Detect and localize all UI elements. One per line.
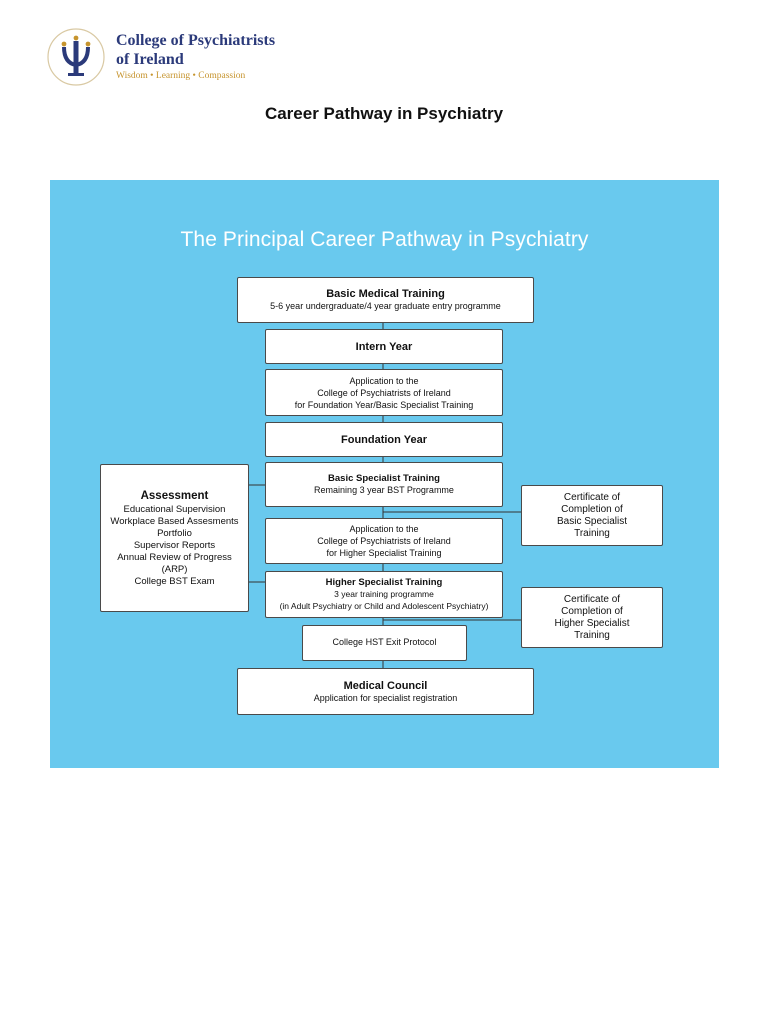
box-title: Basic Medical Training [326,288,445,301]
box-line: College of Psychiatrists of Ireland [317,536,451,546]
box-line: Application for specialist registration [313,692,458,703]
box-foundation-year: Foundation Year [265,422,503,457]
box-higher-specialist-training: Higher Specialist Training 3 year traini… [265,571,503,618]
psi-trident-logo-icon [47,28,105,86]
box-intern-year: Intern Year [265,329,503,364]
box-application-foundation: Application to the College of Psychiatri… [265,369,503,416]
box-title: Medical Council [343,679,428,692]
box-line: (in Adult Psychiatry or Child and Adoles… [279,600,489,611]
box-line: Application to the [349,375,419,386]
box-hst-exit-protocol: College HST Exit Protocol [302,625,467,661]
box-line: for Higher Specialist Training [326,548,442,558]
box-line: College HST Exit Protocol [332,637,437,648]
box-line: College of Psychiatrists of Ireland [317,387,451,398]
box-application-hst: Application to the College of Psychiatri… [265,518,503,564]
box-line: Basic Specialist [556,515,628,527]
box-line: Supervisor Reports [133,539,216,551]
box-line: 3 year training programme [334,589,434,599]
box-title: Higher Specialist Training [325,577,443,588]
box-medical-council: Medical Council Application for speciali… [237,668,534,715]
box-line: Training [574,629,610,641]
page-title: Career Pathway in Psychiatry [264,104,504,123]
box-certificate-bst: Certificate of Completion of Basic Speci… [521,485,663,546]
diagram-title: The Principal Career Pathway in Psychiat… [180,228,589,251]
box-line: Annual Review of Progress (ARP) [117,551,232,575]
org-logo: College of Psychiatrists of Ireland Wisd… [46,27,296,87]
box-line: Remaining 3 year BST Programme [314,484,454,495]
box-title: Foundation Year [341,433,427,446]
org-name-line1: College of Psychiatrists [116,32,276,49]
box-line: Educational Supervision [123,503,226,515]
org-name-line2: of Ireland [116,51,184,68]
box-title: Assessment [140,489,209,502]
box-certificate-hst: Certificate of Completion of Higher Spec… [521,587,663,648]
box-line: 5-6 year undergraduate/4 year graduate e… [270,301,501,312]
org-name: College of Psychiatrists of Ireland [116,31,296,69]
org-tagline: Wisdom • Learning • Compassion [116,71,246,81]
box-line: Application to the [349,524,419,534]
box-line: College BST Exam [134,575,215,587]
connector-lines [248,322,522,669]
box-line: Completion of [561,605,623,617]
diagram-panel: The Principal Career Pathway in Psychiat… [50,180,719,768]
box-line: Workplace Based Assesments [110,515,239,527]
box-line: Portfolio [157,527,192,539]
box-basic-specialist-training: Basic Specialist Training Remaining 3 ye… [265,462,503,507]
box-line: Higher Specialist [554,617,630,629]
box-line: Certificate of [563,491,621,503]
box-line: Completion of [561,503,623,515]
box-line: for Foundation Year/Basic Specialist Tra… [294,399,474,410]
box-title: Intern Year [355,340,413,353]
box-basic-medical-training: Basic Medical Training 5-6 year undergra… [237,277,534,323]
box-line: Certificate of [563,593,621,605]
box-assessment: Assessment Educational Supervision Workp… [100,464,249,612]
box-line: Training [574,527,610,539]
box-title: Basic Specialist Training [328,472,440,484]
